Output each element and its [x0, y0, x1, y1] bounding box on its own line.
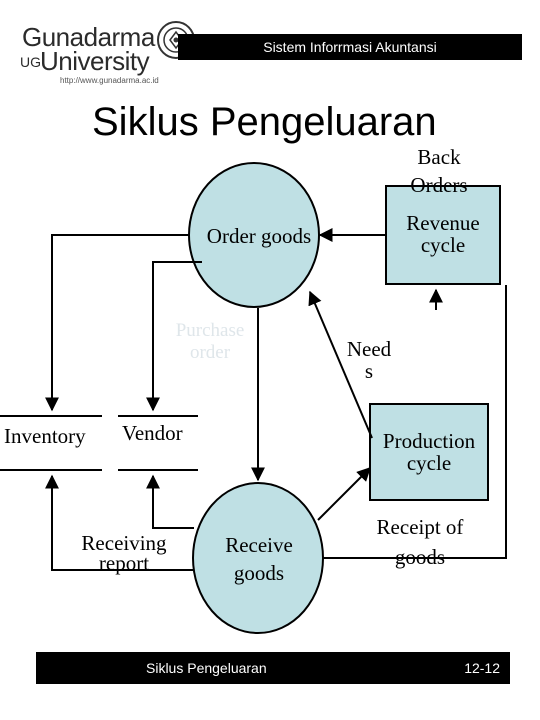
- needs-label: Need s: [346, 337, 392, 383]
- revenue-cycle-label: Revenue cycle: [406, 211, 480, 257]
- receive-goods-label: Receive goods: [225, 533, 293, 585]
- logo-line-2: University: [40, 46, 150, 76]
- receipt-of-goods-flow: [323, 285, 507, 559]
- purchase-order-label: Purchase order: [175, 320, 245, 363]
- receiving-to-vendor-flow: [146, 474, 194, 529]
- receiving-to-inventory-flow: [45, 474, 194, 571]
- production-cycle-label: Production cycle: [382, 429, 476, 475]
- purchase-order-flow: [146, 261, 202, 412]
- receipt-of-goods-label: Receipt of goods: [376, 515, 464, 569]
- logo-mark: UG: [20, 54, 41, 70]
- back-orders-label: Back Orders: [410, 145, 468, 197]
- needs-flow: [308, 290, 373, 439]
- footer-title: Siklus Pengeluaran: [146, 660, 267, 676]
- logo-url: http://www.gunadarma.ac.id: [60, 76, 159, 85]
- receive-to-production-flow: [317, 467, 371, 521]
- logo-line-1: Gunadarma: [22, 22, 155, 52]
- order-goods-label: Order goods: [206, 224, 312, 248]
- vendor-label: Vendor: [122, 421, 183, 445]
- receipt-to-revenue-path: [436, 300, 506, 320]
- footer-bar: Siklus Pengeluaran 12-12: [36, 652, 510, 684]
- order-to-inventory-flow: [45, 234, 190, 412]
- header-banner: Sistem Inforrmasi Akuntansi: [178, 34, 522, 60]
- slide-title: Siklus Pengeluaran: [92, 100, 437, 144]
- receiving-report-label: Receiving report: [81, 531, 167, 575]
- inventory-label: Inventory: [4, 424, 86, 448]
- slide-number: 12-12: [464, 660, 500, 676]
- production-cycle-box: [369, 403, 489, 501]
